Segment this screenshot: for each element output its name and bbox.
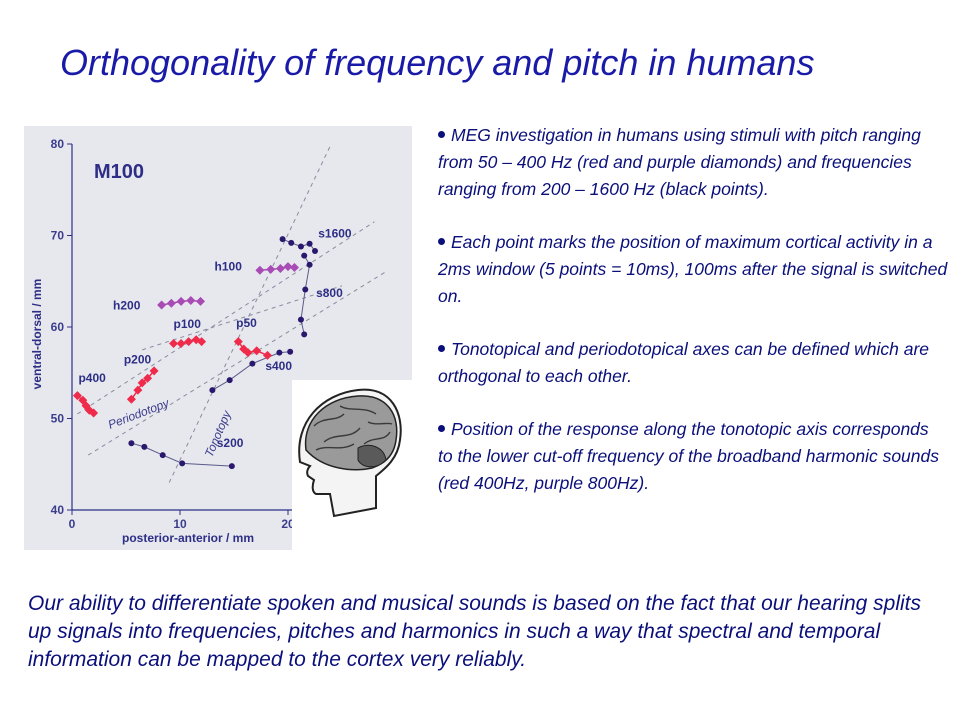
point-p50 bbox=[262, 350, 272, 360]
slide-title: Orthogonality of frequency and pitch in … bbox=[60, 42, 815, 83]
bullet-dot bbox=[438, 344, 445, 352]
point-s800 bbox=[301, 252, 308, 259]
point-s200 bbox=[179, 460, 186, 467]
bullet-dot bbox=[438, 424, 445, 432]
guide-line-middle bbox=[87, 271, 386, 456]
x-tick-label: 10 bbox=[173, 517, 187, 531]
series-label-s1600: s1600 bbox=[318, 226, 352, 240]
series-label-h100: h100 bbox=[215, 259, 243, 273]
scatter-chart: 40506070800102030 p400p200p100p50h200h10… bbox=[30, 137, 412, 550]
point-s800 bbox=[301, 331, 308, 338]
point-p200 bbox=[143, 373, 153, 383]
series-label-s800: s800 bbox=[316, 286, 343, 300]
tonotopy-annotation: Tonotopy bbox=[202, 408, 234, 459]
point-s200 bbox=[159, 452, 166, 459]
point-p400 bbox=[78, 395, 88, 405]
point-h200 bbox=[186, 295, 196, 305]
bullet-dot bbox=[438, 237, 445, 245]
y-tick-label: 50 bbox=[51, 412, 65, 426]
point-h200 bbox=[176, 296, 186, 306]
point-p200 bbox=[149, 366, 159, 376]
guide-line-h bbox=[142, 285, 343, 351]
point-h100 bbox=[266, 264, 276, 274]
y-tick-label: 60 bbox=[51, 320, 65, 334]
summary-paragraph: Our ability to differentiate spoken and … bbox=[28, 592, 922, 671]
point-p50 bbox=[252, 346, 262, 356]
bullet-text: Position of the response along the tonot… bbox=[438, 419, 939, 493]
point-s400 bbox=[276, 349, 283, 356]
point-p100 bbox=[184, 337, 194, 347]
series-label-h200: h200 bbox=[113, 299, 141, 313]
point-s800 bbox=[297, 316, 304, 323]
meg-figure: 40506070800102030 p400p200p100p50h200h10… bbox=[24, 126, 412, 550]
series-label-p50: p50 bbox=[236, 316, 257, 330]
periodotopy-annotation: Periodotopy bbox=[106, 395, 172, 431]
bullet-point-definition: Each point marks the position of maximum… bbox=[438, 229, 948, 310]
point-s400 bbox=[226, 377, 233, 384]
bullet-response-position: Position of the response along the tonot… bbox=[438, 416, 948, 497]
point-p100 bbox=[176, 338, 186, 348]
point-p400 bbox=[72, 391, 82, 401]
point-p200 bbox=[126, 394, 136, 404]
point-s800 bbox=[302, 286, 309, 293]
point-s1600 bbox=[279, 236, 286, 243]
point-s1600 bbox=[297, 243, 304, 250]
series-label-s200: s200 bbox=[217, 436, 244, 450]
guide-line-tonotopy bbox=[168, 143, 332, 483]
x-tick-label: 20 bbox=[281, 517, 295, 531]
chart-title: M100 bbox=[94, 161, 144, 183]
bullet-list: MEG investigation in humans using stimul… bbox=[438, 122, 948, 523]
y-tick-label: 80 bbox=[51, 137, 65, 151]
point-p50 bbox=[243, 348, 253, 358]
point-s1600 bbox=[288, 239, 295, 246]
bullet-orthogonal-axes: Tonotopical and periodotopical axes can … bbox=[438, 336, 948, 390]
bullet-text: MEG investigation in humans using stimul… bbox=[438, 125, 921, 199]
bullet-meg-investigation: MEG investigation in humans using stimul… bbox=[438, 122, 948, 203]
point-p400 bbox=[89, 408, 99, 418]
point-s400 bbox=[249, 360, 256, 367]
x-axis-label: posterior-anterior / mm bbox=[122, 531, 254, 545]
point-h200 bbox=[166, 298, 176, 308]
point-p50 bbox=[233, 337, 243, 347]
point-s800 bbox=[306, 261, 313, 268]
brain-head-illustration bbox=[292, 380, 412, 550]
guide-lines bbox=[77, 143, 386, 483]
point-p50 bbox=[239, 344, 249, 354]
point-s1600 bbox=[312, 248, 318, 255]
y-tick-label: 40 bbox=[51, 503, 65, 517]
point-h200 bbox=[157, 300, 167, 310]
point-s200 bbox=[128, 440, 135, 447]
point-h100 bbox=[283, 262, 293, 272]
series-label-p400: p400 bbox=[78, 371, 106, 385]
point-p100 bbox=[197, 337, 207, 347]
bullet-text: Each point marks the position of maximum… bbox=[438, 232, 948, 306]
point-h100 bbox=[255, 265, 265, 275]
guide-line-upper bbox=[77, 221, 375, 415]
series-label-p200: p200 bbox=[124, 353, 152, 367]
bullet-text: Tonotopical and periodotopical axes can … bbox=[438, 339, 930, 386]
series-labels: p400 p200 p100 p50 h200 h100 s1600 s800 s400 s200 bbox=[78, 226, 351, 450]
point-s400 bbox=[209, 387, 216, 394]
series-label-p100: p100 bbox=[174, 317, 202, 331]
point-h100 bbox=[289, 263, 299, 273]
series-label-s400: s400 bbox=[265, 359, 292, 373]
point-s1600 bbox=[306, 240, 313, 247]
point-p200 bbox=[133, 385, 143, 395]
x-tick-label: 0 bbox=[69, 517, 76, 531]
y-tick-label: 70 bbox=[51, 229, 65, 243]
y-axis-label: ventral-dorsal / mm bbox=[30, 279, 44, 390]
bullet-dot bbox=[438, 130, 445, 138]
point-s200 bbox=[228, 463, 235, 470]
point-p200 bbox=[137, 378, 147, 388]
point-h200 bbox=[196, 296, 206, 306]
point-p100 bbox=[169, 338, 179, 348]
series-points bbox=[72, 236, 318, 470]
point-s200 bbox=[141, 443, 148, 450]
point-s400 bbox=[287, 348, 294, 355]
point-h100 bbox=[275, 263, 285, 273]
